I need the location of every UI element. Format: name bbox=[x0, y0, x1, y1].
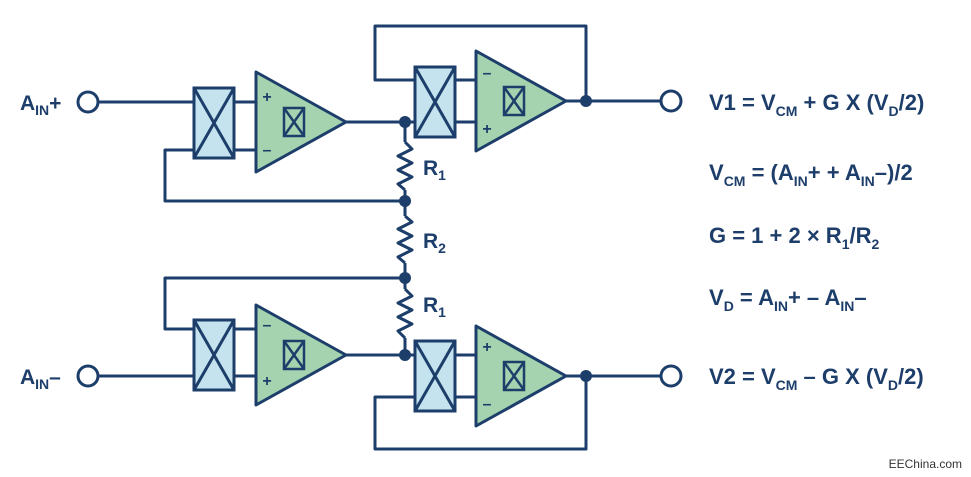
amp-bl-plus-sign: + bbox=[262, 373, 271, 390]
label-r1-bottom: R1 bbox=[423, 294, 446, 320]
terminal-ain-plus bbox=[76, 90, 100, 114]
terminal-v2 bbox=[659, 364, 683, 388]
amp-tl-plus-sign: + bbox=[262, 89, 271, 106]
label-r1-top: R1 bbox=[423, 157, 446, 183]
terminal-ain-minus bbox=[76, 364, 100, 388]
label-ain-plus: AIN+ bbox=[20, 92, 61, 118]
terminal-v1 bbox=[659, 89, 683, 113]
amp-br-minus-sign: – bbox=[483, 396, 492, 413]
amp-tr-minus-sign: – bbox=[483, 65, 492, 82]
equation-vcm: VCM = (AIN+ + AIN–)/2 bbox=[709, 160, 913, 189]
label-r2: R2 bbox=[423, 230, 446, 256]
amp-input-signs: + – – + – + + – bbox=[262, 65, 491, 413]
equation-vd: VD = AIN+ – AIN– bbox=[709, 285, 867, 314]
equation-v2: V2 = VCM – G X (VD/2) bbox=[709, 364, 924, 393]
switch-top-right bbox=[413, 65, 457, 139]
equation-gain: G = 1 + 2 × R1/R2 bbox=[709, 223, 879, 252]
equation-v1: V1 = VCM + G X (VD/2) bbox=[709, 90, 924, 119]
switch-bottom-right bbox=[413, 339, 457, 413]
amp-bl-minus-sign: – bbox=[263, 317, 272, 334]
switch-bottom-left bbox=[192, 318, 236, 392]
watermark-text: EEChina.com bbox=[889, 457, 962, 471]
terminals bbox=[76, 89, 683, 388]
amp-tl-minus-sign: – bbox=[263, 142, 272, 159]
amp-br-plus-sign: + bbox=[482, 339, 491, 356]
switch-top-left bbox=[192, 86, 236, 160]
junction-dots bbox=[399, 95, 592, 382]
amp-tr-plus-sign: + bbox=[482, 121, 491, 138]
label-ain-minus: AIN– bbox=[20, 366, 61, 392]
wiring bbox=[98, 24, 661, 451]
